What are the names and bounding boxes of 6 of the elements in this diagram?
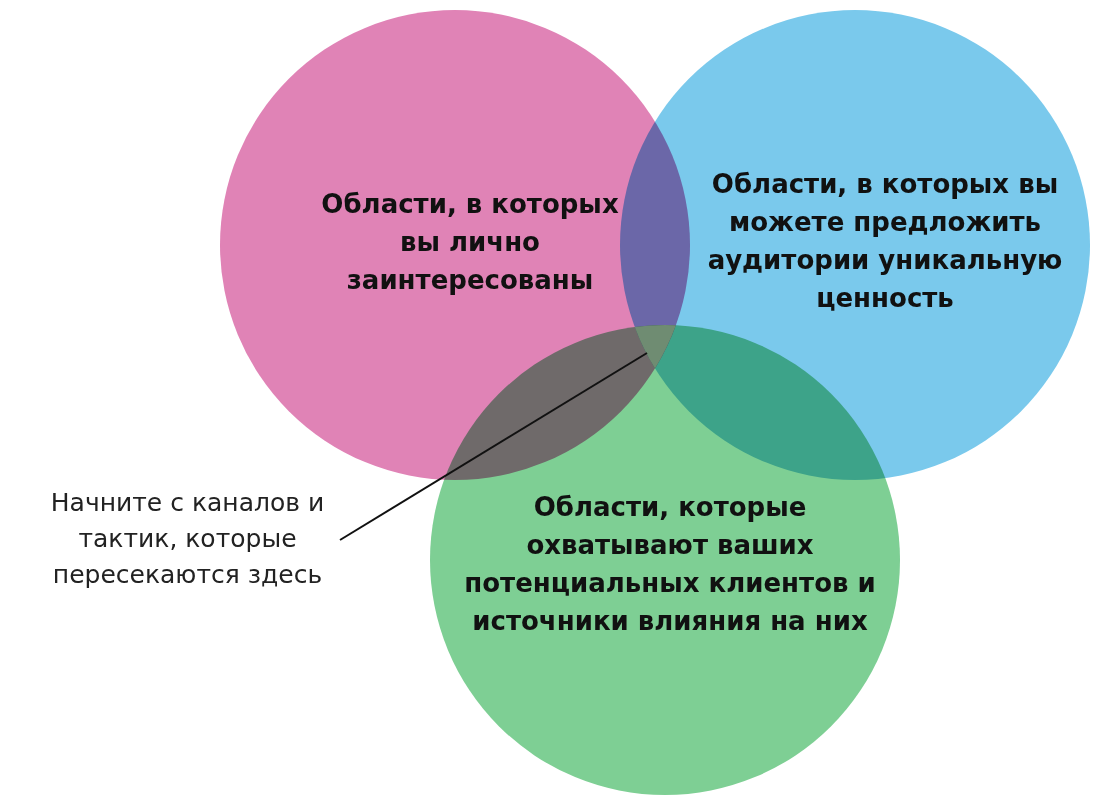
overlap-region: [634, 324, 676, 369]
circle-label: Области, в которых вы лично заинтересованы: [320, 188, 620, 297]
leader-line: [339, 352, 648, 541]
callout-text: Начните с каналов и тактик, которые пересекаются здесь: [20, 485, 355, 593]
circle-label: Области, в которых вы можете предложить аудитории уникальную ценность: [706, 168, 1064, 315]
circle-label: Области, которые охватывают ваших потенциальных клиентов и источники влияния на них: [463, 491, 877, 638]
